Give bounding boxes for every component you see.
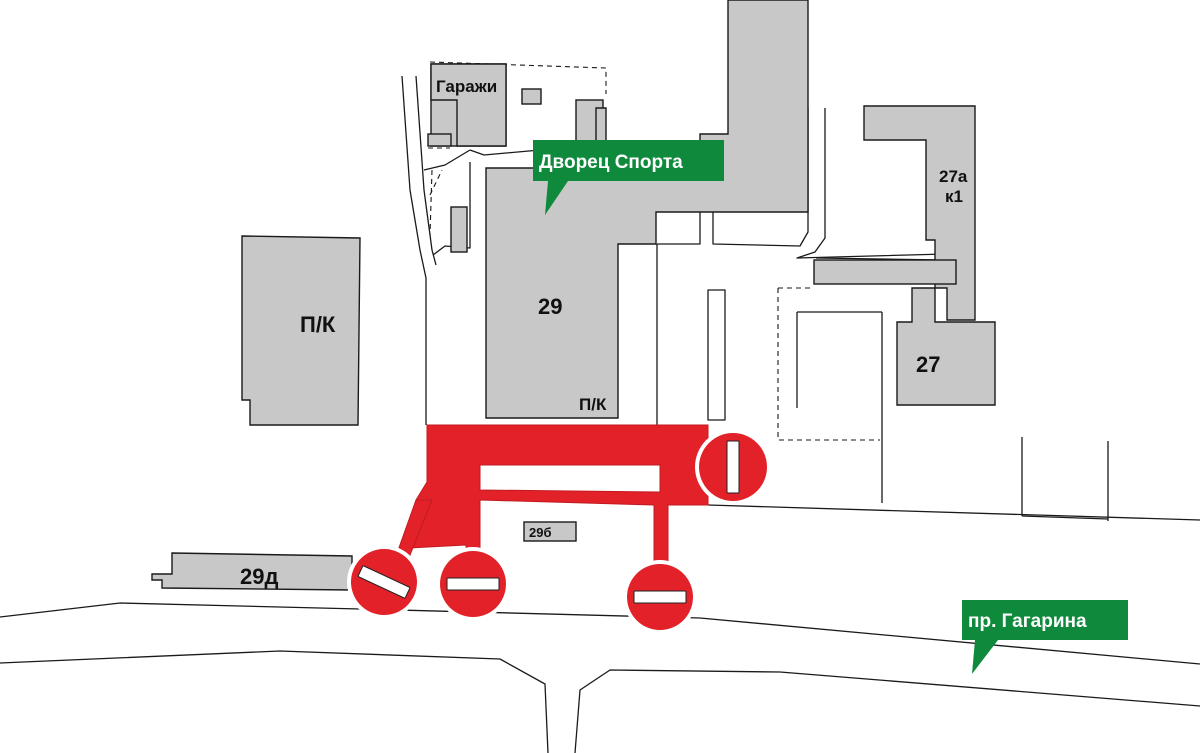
closed-zone xyxy=(395,424,709,569)
callout-street: пр. Гагарина xyxy=(962,600,1128,674)
no-entry-sign-right xyxy=(623,560,697,634)
label-pk-left: П/К xyxy=(300,312,336,337)
building-strip xyxy=(813,259,957,285)
building-29b xyxy=(523,521,577,542)
building-27 xyxy=(896,287,996,406)
label-building-29b: 29б xyxy=(529,525,552,540)
no-entry-sign-center xyxy=(436,547,510,621)
garage-small-1 xyxy=(521,88,542,105)
label-building-27a-k1: к1 xyxy=(945,187,963,206)
label-building-27a: 27а xyxy=(939,167,968,186)
no-entry-sign-left xyxy=(347,545,421,619)
building-29 xyxy=(485,0,809,419)
label-garages: Гаражи xyxy=(436,77,497,96)
no-entry-sign-east xyxy=(695,429,771,505)
buildings xyxy=(151,0,996,591)
label-building-29d: 29д xyxy=(240,564,278,589)
building-garages-annex xyxy=(430,63,507,147)
label-building-29: 29 xyxy=(538,294,562,319)
callout-palace-text: Дворец Спорта xyxy=(539,152,683,173)
label-building-27: 27 xyxy=(916,352,940,377)
east-road xyxy=(707,287,1200,521)
callout-street-text: пр. Гагарина xyxy=(968,611,1087,632)
garage-small-4 xyxy=(450,206,468,253)
callout-palace: Дворец Спорта xyxy=(533,140,724,215)
garage-small-2 xyxy=(427,133,452,147)
label-pk-29: П/К xyxy=(579,395,607,414)
building-pk-left xyxy=(241,235,361,426)
